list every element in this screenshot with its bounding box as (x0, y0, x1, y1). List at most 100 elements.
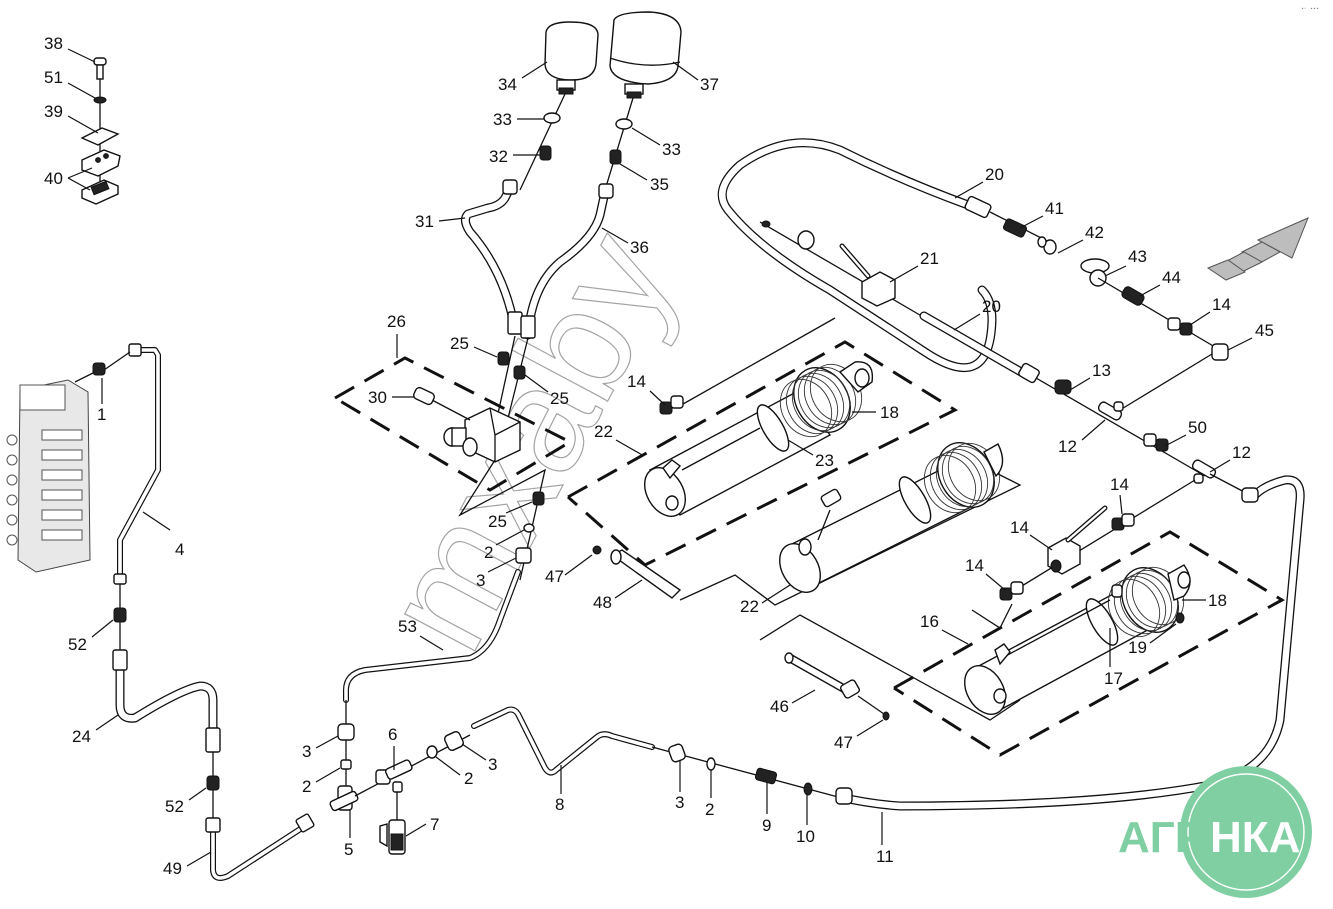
grease-nipple-47 (592, 545, 602, 555)
clamp-upper-half (81, 149, 121, 177)
svg-text:13: 13 (1092, 361, 1111, 380)
seal-10 (803, 782, 813, 796)
callout-12-a: 12 (1058, 419, 1106, 456)
callout-16: 16 (920, 612, 969, 645)
corner-mark: ▪▫ ▪▪▪ (1300, 6, 1319, 12)
callout-20-upper: 20 (954, 165, 1004, 199)
hose-20-upper (717, 138, 997, 373)
callout-30: 30 (368, 388, 414, 407)
svg-text:14: 14 (1010, 518, 1029, 537)
svg-text:3: 3 (488, 755, 497, 774)
svg-text:3: 3 (302, 742, 311, 761)
callout-50: 50 (1164, 418, 1207, 447)
svg-text:18: 18 (1208, 591, 1227, 610)
callout-18-lower: 18 (1182, 591, 1227, 610)
svg-text:16: 16 (920, 612, 939, 631)
logo-left-text: АГРО (1118, 813, 1238, 862)
svg-text:45: 45 (1255, 321, 1274, 340)
svg-text:4: 4 (175, 540, 184, 559)
svg-text:20: 20 (982, 297, 1001, 316)
callout-33-left: 33 (493, 110, 544, 129)
callout-12-b: 12 (1209, 443, 1251, 473)
accumulator-37 (609, 11, 682, 99)
callout-42: 42 (1057, 223, 1104, 254)
ball-valve-14 (1047, 505, 1108, 575)
callout-39: 39 (44, 102, 99, 134)
svg-text:8: 8 (555, 795, 564, 814)
svg-text:52: 52 (165, 797, 184, 816)
svg-text:1: 1 (97, 405, 106, 424)
callout-14-left: 14 (965, 556, 1006, 591)
group-16-box (893, 530, 1285, 757)
lower-cylinder-tether (679, 469, 1022, 606)
svg-text:39: 39 (44, 102, 63, 121)
callout-5: 5 (344, 810, 353, 859)
svg-text:30: 30 (368, 388, 387, 407)
coupler-44 (1121, 286, 1145, 306)
callout-19: 19 (1128, 623, 1177, 657)
svg-text:7: 7 (430, 815, 439, 834)
callout-43: 43 (1104, 247, 1147, 277)
svg-text:47: 47 (545, 567, 564, 586)
callout-33-right: 33 (631, 127, 681, 159)
pipe-53 (342, 569, 521, 703)
adapter-52-upper (113, 607, 127, 623)
callout-52-upper: 52 (68, 619, 114, 654)
nut-14-top (1167, 317, 1193, 336)
callout-35: 35 (619, 163, 669, 194)
adapter-13 (1054, 379, 1072, 395)
adapter-9 (754, 767, 778, 785)
svg-text:51: 51 (44, 68, 63, 87)
brand-logo: АГРО НКА (1118, 766, 1312, 898)
hose-20-lower (919, 311, 1040, 384)
ball-valve-21 (759, 220, 926, 319)
svg-text:46: 46 (770, 697, 789, 716)
callout-17: 17 (1104, 628, 1123, 688)
forward-direction-arrow (1206, 217, 1309, 281)
svg-text:35: 35 (650, 175, 669, 194)
svg-text:32: 32 (489, 147, 508, 166)
hose-31 (460, 179, 523, 335)
quick-coupler-7 (379, 819, 406, 855)
callout-14-top: 14 (1189, 295, 1231, 326)
accumulator-34 (544, 21, 599, 95)
svg-text:38: 38 (44, 34, 63, 53)
svg-text:21: 21 (920, 249, 939, 268)
callout-13: 13 (1069, 361, 1111, 391)
watermark: mxaby (349, 205, 706, 675)
tee-12-b (1191, 459, 1217, 484)
svg-text:53: 53 (398, 617, 417, 636)
svg-text:12: 12 (1058, 437, 1077, 456)
callout-24: 24 (72, 714, 119, 746)
adapter-25-b (513, 365, 526, 380)
callout-3-a: 3 (476, 557, 517, 590)
hose-36 (520, 183, 614, 340)
svg-text:20: 20 (985, 165, 1004, 184)
callout-2-c: 2 (435, 756, 473, 788)
callout-18-upper: 18 (852, 403, 899, 422)
pipe-49 (205, 813, 315, 881)
adapter-25-a (497, 351, 510, 366)
adapter-35 (609, 149, 622, 165)
callout-53: 53 (398, 617, 444, 651)
svg-text:24: 24 (72, 727, 91, 746)
seal-2-c (426, 745, 438, 759)
svg-text:25: 25 (488, 512, 507, 531)
nut-14-cyl (659, 395, 684, 415)
callout-52-lower: 52 (165, 787, 207, 816)
svg-text:25: 25 (550, 389, 569, 408)
callout-31: 31 (415, 212, 466, 231)
callout-11: 11 (876, 812, 894, 866)
svg-text:31: 31 (415, 212, 434, 231)
svg-text:25: 25 (450, 334, 469, 353)
svg-text:33: 33 (493, 110, 512, 129)
callout-32: 32 (489, 147, 540, 166)
svg-text:43: 43 (1128, 247, 1147, 266)
callout-25-c: 25 (488, 501, 533, 531)
nut-3-b (337, 723, 355, 741)
callout-44: 44 (1139, 268, 1181, 297)
callout-34: 34 (498, 61, 548, 94)
hydraulic-cylinder-upper (644, 361, 874, 517)
valve-block-26 (443, 407, 521, 463)
hose-24 (112, 649, 221, 753)
